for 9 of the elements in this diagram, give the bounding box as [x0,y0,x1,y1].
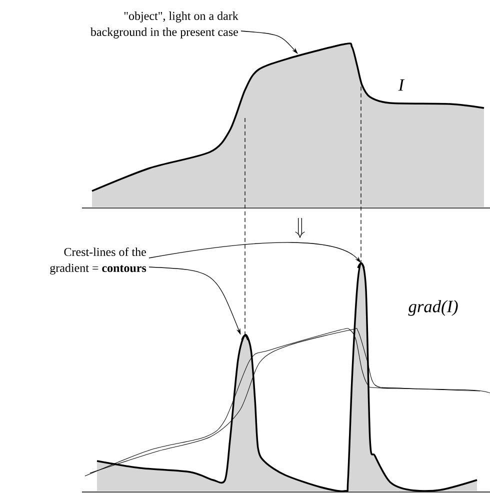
curve-drawing [82,42,490,208]
peak-drawing [357,262,365,268]
peak-drawing [241,334,249,340]
annotation-text: Crest-lines of the gradient = contours [50,247,146,275]
annotation-text: "object", light on a dark background in the present case [90,12,238,38]
curve-label: grad(I) [408,300,458,316]
curve-label: I [398,79,405,91]
guide-line [244,118,246,336]
guide-line [360,80,362,264]
